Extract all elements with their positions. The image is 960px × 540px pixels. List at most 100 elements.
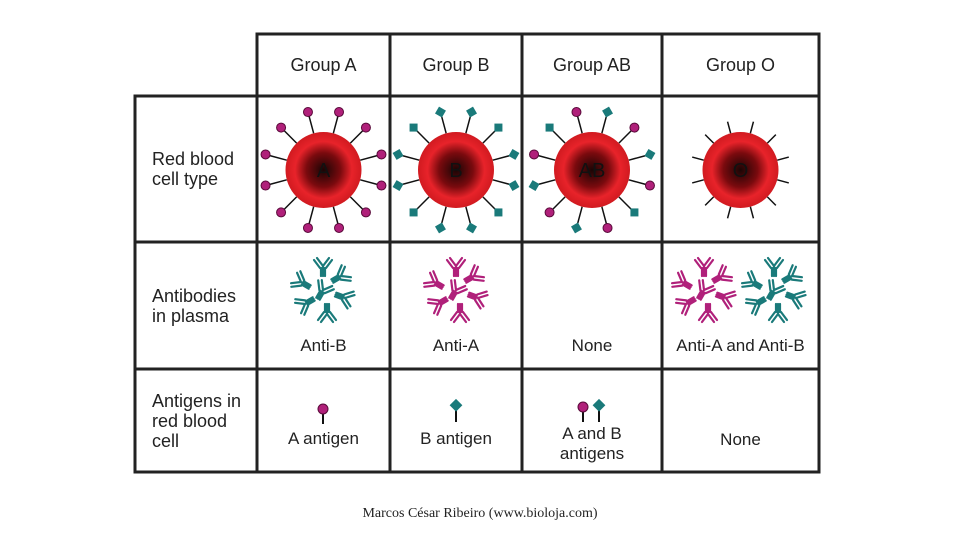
y-antibody-icon xyxy=(449,302,471,324)
y-antibody-icon xyxy=(767,302,789,324)
header-group-a: Group A xyxy=(290,54,357,75)
y-antibody-icon xyxy=(293,296,316,316)
diamond-antigen-icon xyxy=(494,123,503,132)
circle-antigen-icon xyxy=(602,222,613,233)
red-blood-cell-a: A xyxy=(260,107,387,233)
antibody-cluster-anti-a xyxy=(422,256,489,324)
antigen-value: A and B antigens xyxy=(559,424,625,463)
diamond-antigen-icon xyxy=(644,149,656,160)
circle-antigen-icon xyxy=(276,207,287,218)
diamond-antigen-icon xyxy=(409,123,418,132)
y-antibody-icon xyxy=(333,290,356,310)
circle-antigen-icon xyxy=(317,403,329,424)
y-antibody-icon xyxy=(763,256,785,278)
antibody-value: None xyxy=(571,336,613,355)
y-antibody-icon xyxy=(670,270,693,290)
y-antibody-icon xyxy=(784,290,807,310)
diamond-antigen-icon xyxy=(435,106,446,118)
antibody-value: Anti-A xyxy=(432,336,480,355)
circle-antigen-icon xyxy=(334,107,345,118)
cell-type-letter: O xyxy=(733,160,749,182)
cell-type-letter: A xyxy=(317,160,331,182)
antigen-value: B antigen xyxy=(420,429,492,448)
y-antibody-icon xyxy=(696,278,716,301)
antigen-value: None xyxy=(720,430,761,449)
circle-antigen-icon xyxy=(360,122,371,133)
y-antibody-icon xyxy=(316,302,338,324)
y-antibody-icon xyxy=(693,256,715,278)
red-blood-cell-ab: AB xyxy=(528,106,656,234)
diamond-antigen-icon xyxy=(392,180,404,191)
antibody-value: Anti-A and Anti-B xyxy=(676,336,805,355)
circle-antigen-icon xyxy=(302,222,313,233)
antibody-cell-group-b: Anti-A xyxy=(390,242,522,369)
circle-antigen-icon xyxy=(334,222,345,233)
diamond-antigen-icon xyxy=(508,149,520,160)
antibody-cell-group-ab: None xyxy=(522,242,662,369)
antigen-cell-group-a: A antigen xyxy=(257,369,390,472)
diamond-antigen-icon xyxy=(435,222,446,234)
y-antibody-icon xyxy=(315,278,335,301)
header-group-o: Group O xyxy=(705,54,776,75)
row-label-red-blood-cell: Red blood cell type xyxy=(152,149,235,189)
circle-antigen-icon xyxy=(629,122,640,133)
y-antibody-icon xyxy=(697,302,719,324)
red-blood-cell-o: O xyxy=(692,121,789,219)
y-antibody-icon xyxy=(448,278,468,301)
diamond-antigen-icon xyxy=(528,180,540,191)
image-credit: Marcos César Ribeiro (www.bioloja.com) xyxy=(362,506,598,521)
y-antibody-icon xyxy=(330,264,353,284)
diamond-antigen-icon xyxy=(592,398,606,422)
y-antibody-icon xyxy=(445,256,467,278)
antigen-cell-group-ab: A and B antigens xyxy=(522,369,662,472)
antibody-cluster-anti-a-and-b xyxy=(670,256,807,324)
diamond-antigen-icon xyxy=(571,222,582,234)
y-antibody-icon xyxy=(426,296,449,316)
diamond-antigen-icon xyxy=(466,222,477,234)
circle-antigen-icon xyxy=(260,149,271,160)
antibody-cluster-anti-b xyxy=(289,256,356,324)
header-group-ab: Group AB xyxy=(552,54,632,75)
antigen-value: A antigen xyxy=(288,429,359,448)
y-antibody-icon xyxy=(422,270,445,290)
circle-antigen-icon xyxy=(644,180,655,191)
antigen-cell-group-b: B antigen xyxy=(390,369,522,472)
y-antibody-icon xyxy=(766,278,786,301)
y-antibody-icon xyxy=(466,290,489,310)
y-antibody-icon xyxy=(740,270,763,290)
y-antibody-icon xyxy=(711,264,734,284)
y-antibody-icon xyxy=(463,264,486,284)
cell-type-letter: B xyxy=(449,160,462,182)
y-antibody-icon xyxy=(781,264,804,284)
red-blood-cell-b: B xyxy=(392,106,520,234)
diamond-antigen-icon xyxy=(545,123,554,132)
antibody-cell-group-a: Anti-B xyxy=(257,242,390,369)
row-label-antibodies: Antibodies in plasma xyxy=(152,285,237,326)
circle-antigen-icon xyxy=(360,207,371,218)
diamond-antigen-icon xyxy=(630,208,639,217)
circle-antigen-icon xyxy=(577,401,589,422)
diamond-antigen-icon xyxy=(392,149,404,160)
circle-antigen-icon xyxy=(302,107,313,118)
circle-antigen-icon xyxy=(376,149,387,160)
cell-type-letter: AB xyxy=(579,160,606,182)
circle-antigen-icon xyxy=(571,107,582,118)
circle-antigen-icon xyxy=(544,207,555,218)
diamond-antigen-icon xyxy=(602,106,613,118)
y-antibody-icon xyxy=(674,296,697,316)
diamond-antigen-icon xyxy=(466,106,477,118)
antibody-value: Anti-B xyxy=(300,336,347,355)
diamond-antigen-icon xyxy=(508,180,520,191)
circle-antigen-icon xyxy=(376,180,387,191)
diamond-antigen-icon xyxy=(409,208,418,217)
diamond-antigen-icon xyxy=(494,208,503,217)
y-antibody-icon xyxy=(714,290,737,310)
circle-antigen-icon xyxy=(529,149,540,160)
row-label-antigens: Antigens in red blood cell xyxy=(152,390,242,451)
antigen-cell-group-o: None xyxy=(662,369,819,472)
y-antibody-icon xyxy=(744,296,767,316)
circle-antigen-icon xyxy=(260,180,271,191)
header-group-b: Group B xyxy=(422,54,490,75)
antibody-cell-group-o: Anti-A and Anti-B xyxy=(662,242,819,369)
